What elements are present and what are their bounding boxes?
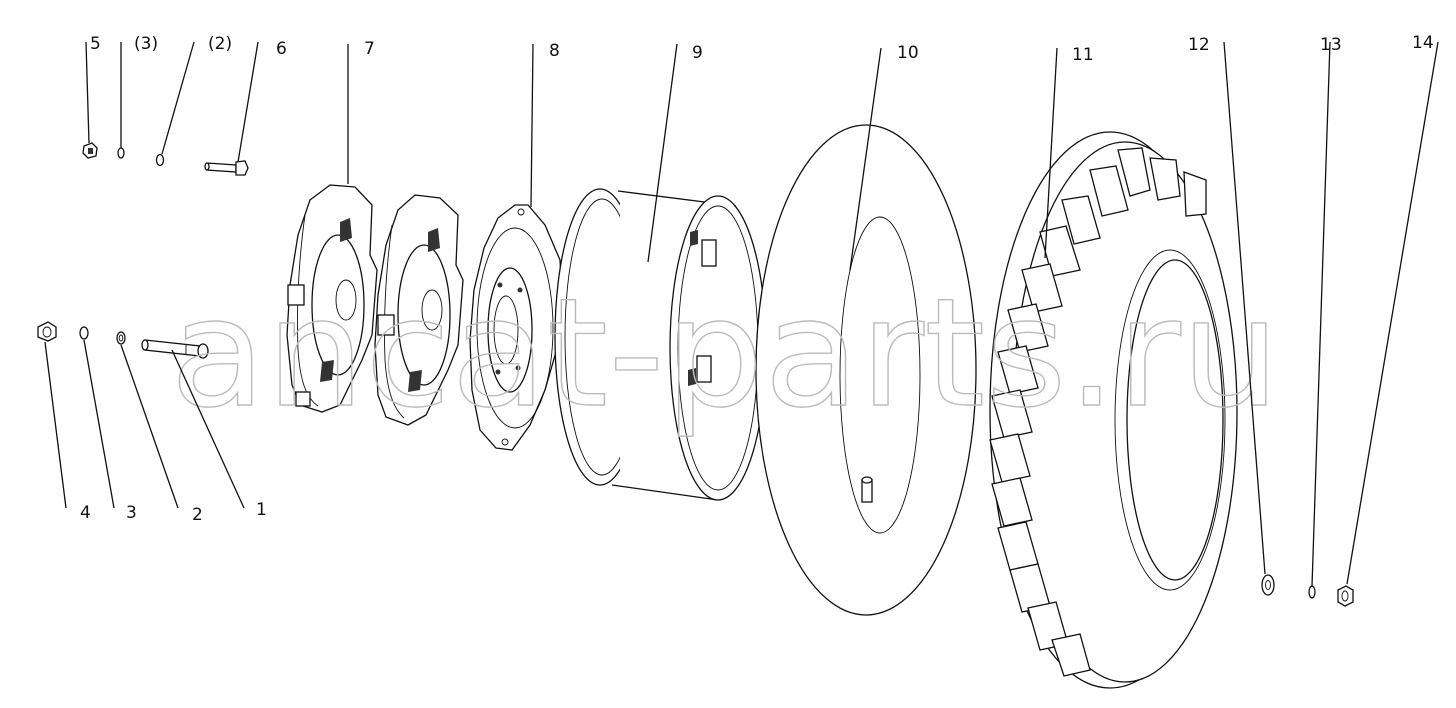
tyre bbox=[989, 131, 1238, 689]
nut-4 bbox=[37, 321, 57, 342]
watermark: ancat-parts.ru bbox=[170, 267, 1280, 441]
callout-8: 8 bbox=[549, 41, 560, 61]
callout-2-paren: (2) bbox=[208, 34, 232, 54]
valve-stem bbox=[861, 476, 873, 503]
callout-14: 14 bbox=[1412, 33, 1434, 53]
washer-top-2 bbox=[155, 153, 165, 167]
wheel-disc bbox=[469, 204, 563, 451]
ballast-weight-rear bbox=[374, 194, 464, 426]
washer-13 bbox=[1308, 585, 1316, 599]
callout-3: 3 bbox=[126, 503, 137, 523]
washer-3 bbox=[79, 326, 89, 340]
nut-14 bbox=[1337, 585, 1354, 607]
washer-12 bbox=[1261, 574, 1275, 596]
callout-2: 2 bbox=[192, 505, 203, 525]
ballast-weight-front bbox=[286, 184, 378, 413]
tyre-tread bbox=[989, 147, 1207, 677]
callout-9: 9 bbox=[692, 43, 703, 63]
callout-7: 7 bbox=[364, 39, 375, 59]
callout-5: 5 bbox=[90, 34, 101, 54]
stud-1 bbox=[141, 339, 209, 359]
callout-13: 13 bbox=[1320, 35, 1342, 55]
bolt-6 bbox=[204, 160, 249, 176]
washer-top-3 bbox=[117, 147, 125, 159]
nut-top-5 bbox=[82, 142, 98, 159]
callout-6: 6 bbox=[276, 39, 287, 59]
callout-11: 11 bbox=[1072, 45, 1094, 65]
wheel-rim bbox=[554, 188, 767, 501]
callout-4: 4 bbox=[80, 503, 91, 523]
callout-1: 1 bbox=[256, 500, 267, 520]
washer-2 bbox=[116, 331, 126, 345]
callout-3-paren: (3) bbox=[134, 34, 158, 54]
callout-12: 12 bbox=[1188, 35, 1210, 55]
leader-lines bbox=[44, 41, 1439, 587]
callout-10: 10 bbox=[897, 43, 919, 63]
callout-labels: 5 (3) (2) 6 7 8 9 10 11 12 13 14 4 3 2 1 bbox=[80, 33, 1434, 525]
inner-tube bbox=[755, 124, 977, 616]
